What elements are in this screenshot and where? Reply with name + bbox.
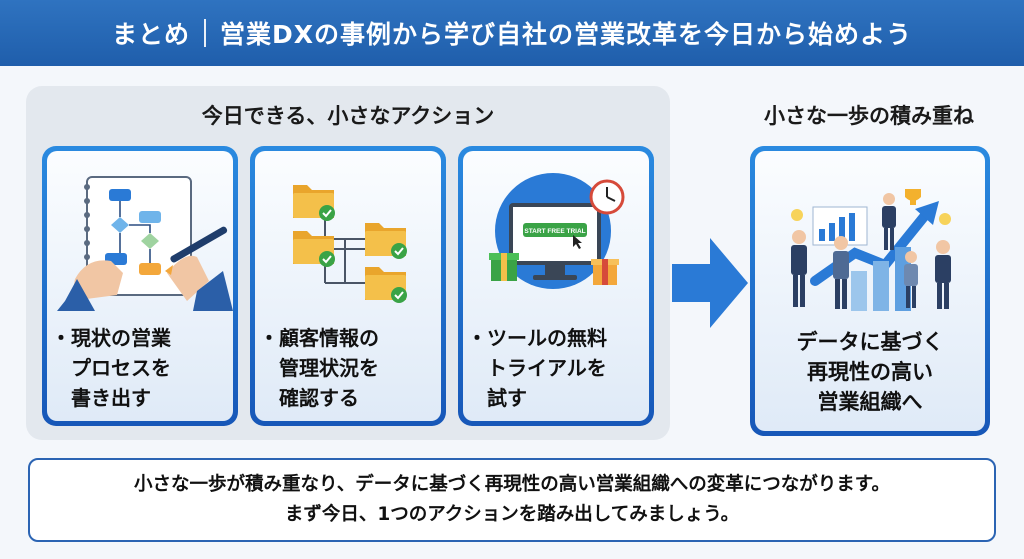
action-label-1: 現状の営業 プロセスを 書き出す xyxy=(47,323,233,413)
actions-title: 今日できる、小さなアクション xyxy=(201,104,495,128)
right-arrow-icon xyxy=(672,238,748,328)
summary-line-1: 小さな一歩が積み重なり、データに基づく再現性の高い営業組織への変革につながります… xyxy=(134,474,890,495)
action-card-2: 顧客情報の 管理状況を 確認する xyxy=(250,146,446,426)
action-card-1: 現状の営業 プロセスを 書き出す xyxy=(42,146,238,426)
free-trial-monitor-icon: START FREE TRIAL xyxy=(489,173,625,289)
result-card: データに基づく 再現性の高い 営業組織へ xyxy=(750,146,990,436)
svg-text:START FREE TRIAL: START FREE TRIAL xyxy=(524,228,585,235)
header-title: 営業DXの事例から学び自社の営業改革を今日から始めよう xyxy=(219,20,913,49)
header-summary-label: まとめ xyxy=(111,20,190,49)
action-label-2: 顧客情報の 管理状況を 確認する xyxy=(255,323,441,413)
page-header: まとめ 営業DXの事例から学び自社の営業改革を今日から始めよう xyxy=(0,0,1024,66)
result-label: データに基づく 再現性の高い 営業組織へ xyxy=(796,330,944,414)
summary-line-2: まず今日、1つのアクションを踏み出してみましょう。 xyxy=(284,504,740,525)
team-growth-icon xyxy=(791,189,951,311)
folder-check-icon xyxy=(293,185,407,303)
result-title: 小さな一歩の積み重ね xyxy=(764,104,974,128)
flowchart-writing-icon xyxy=(57,176,233,311)
action-card-3: START FREE TRIAL ツールの無料 トライアルを 試す xyxy=(458,146,654,426)
summary-message-box: 小さな一歩が積み重なり、データに基づく再現性の高い営業組織への変革につながります… xyxy=(28,458,996,542)
header-divider xyxy=(203,19,206,47)
action-label-3: ツールの無料 トライアルを 試す xyxy=(463,323,649,413)
